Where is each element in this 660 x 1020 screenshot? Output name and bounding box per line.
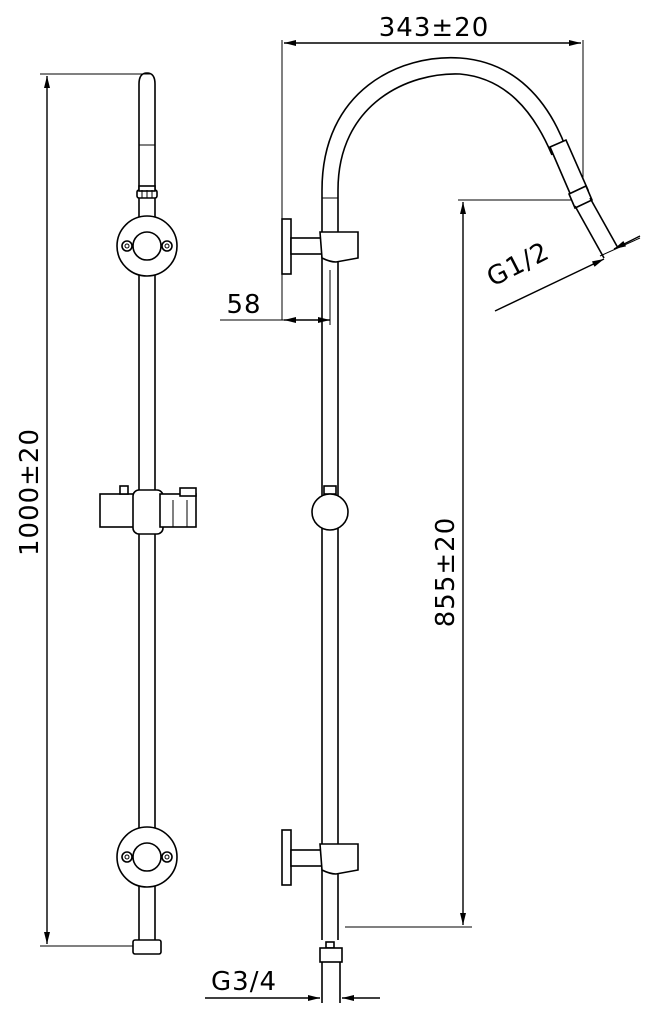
riser-rail — [138, 72, 156, 940]
wall-offset-dimension: 58 — [220, 270, 331, 325]
side-view: 343±20 58 855±20 G1/2 — [205, 13, 641, 1003]
diverter-nozzle — [136, 185, 158, 199]
outlet-thread-dimension: G1/2 — [482, 235, 641, 312]
inlet-thread-dimension: G3/4 — [205, 967, 380, 1001]
overall-height-label: 1000±20 — [15, 428, 45, 556]
lower-wall-bracket — [116, 826, 178, 888]
upper-wall-bracket — [116, 215, 178, 277]
overall-height-dimension: 1000±20 — [15, 73, 150, 947]
side-riser — [321, 232, 339, 940]
inlet-fitting — [319, 941, 343, 1003]
outlet-thread-label: G1/2 — [482, 237, 554, 294]
outlet-height-label: 855±20 — [431, 517, 461, 628]
inlet-thread-label: G3/4 — [211, 967, 277, 997]
arm-reach-dimension: 343±20 — [281, 13, 584, 320]
lower-side-mount — [281, 829, 359, 886]
outlet-thread-leader — [494, 258, 605, 312]
front-inlet-cap — [132, 939, 162, 955]
mid-swivel-knob — [311, 485, 349, 531]
shower-arm — [321, 56, 567, 232]
arm-outlet-tip — [548, 138, 619, 259]
outlet-height-dimension: 855±20 — [345, 199, 575, 928]
front-view: 1000±20 — [15, 72, 197, 955]
wall-offset-label: 58 — [226, 290, 261, 320]
arm-reach-label: 343±20 — [379, 13, 490, 43]
upper-side-mount — [281, 218, 359, 275]
slide-holder — [99, 485, 197, 535]
